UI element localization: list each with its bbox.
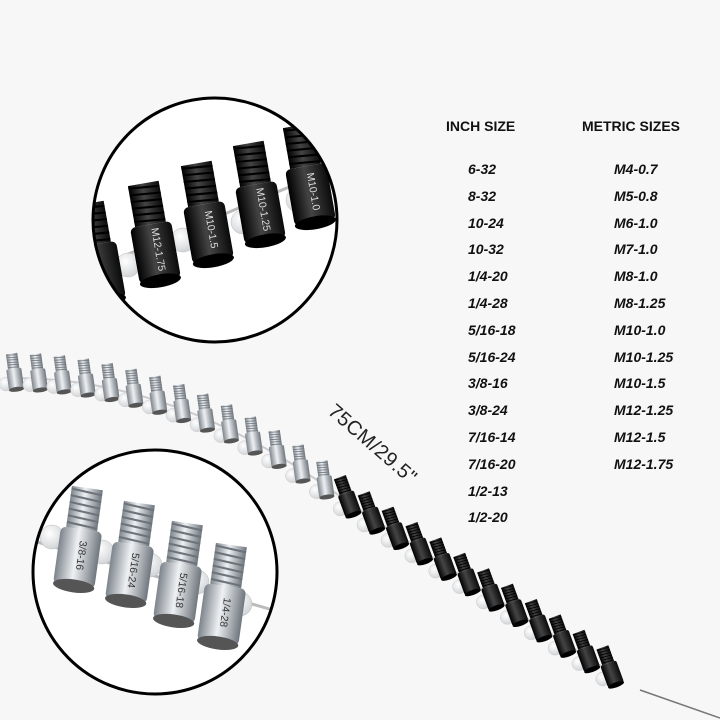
silver-thread-checker xyxy=(149,375,168,415)
silver-thread-checker xyxy=(5,352,25,392)
silver-thread-checker: 5/16-18 xyxy=(153,520,203,628)
inch-size-item: 3/8-24 xyxy=(468,402,508,419)
silver-thread-checker xyxy=(77,358,96,398)
black-thread-checker: M10-1.25 xyxy=(232,140,286,249)
black-thread-checker: M12-1.75 xyxy=(127,180,181,289)
metric-size-item: M4-0.7 xyxy=(614,161,658,177)
black-thread-checker xyxy=(572,629,601,674)
piece-label: 5/16-18 xyxy=(173,572,189,609)
inch-size-item: 6-32 xyxy=(468,161,497,177)
piece-label: 5/16-24 xyxy=(125,552,141,589)
black-thread-checker xyxy=(501,583,529,628)
metric-size-item: M12-1.5 xyxy=(614,428,666,445)
metric-size-item: M6-1.0 xyxy=(614,214,658,231)
inch-size-item: 1/2-20 xyxy=(468,509,508,526)
silver-thread-checker: 5/16-24 xyxy=(105,500,155,608)
metric-size-item: M7-1.0 xyxy=(614,241,658,258)
metric-size-item: M10-1.25 xyxy=(614,348,674,365)
inch-size-item: 1/4-20 xyxy=(468,268,508,285)
black-thread-checker xyxy=(453,552,481,597)
silver-thread-checker: 3/8-16 xyxy=(53,485,103,593)
inch-size-item: 7/16-20 xyxy=(468,455,516,472)
chain-end-wire xyxy=(639,689,720,719)
inch-size-item: 10-32 xyxy=(468,241,504,258)
black-thread-checker xyxy=(333,475,362,519)
black-thread-checker xyxy=(477,568,505,612)
detail-circle-bottom: 3/8-16 5/16-24 5/16-18 1/4-28 xyxy=(31,448,279,696)
black-thread-checker xyxy=(381,506,410,551)
inch-size-item: 10-24 xyxy=(468,214,504,231)
silver-thread-checker xyxy=(244,416,263,456)
piece-label: 1/4-28 xyxy=(217,597,232,628)
inch-size-item: 5/16-24 xyxy=(468,348,516,365)
metric-sizes-header: METRIC SIZES xyxy=(582,118,681,134)
black-thread-checker xyxy=(596,645,625,689)
metric-size-item: M12-1.75 xyxy=(614,455,674,472)
black-thread-checker xyxy=(524,598,553,643)
silver-thread-checker xyxy=(292,444,311,484)
silver-thread-checker xyxy=(101,362,120,403)
metric-size-item: M10-1.0 xyxy=(614,321,666,338)
inch-size-header: INCH SIZE xyxy=(446,118,516,134)
metric-size-item: M8-1.25 xyxy=(614,294,666,311)
inch-size-item: 3/8-16 xyxy=(468,375,508,392)
inch-size-item: 7/16-14 xyxy=(468,428,516,445)
metric-size-item: M5-0.8 xyxy=(614,187,658,204)
black-thread-checker: M10-1.5 xyxy=(180,160,234,269)
piece-label: 3/8-16 xyxy=(73,540,88,571)
silver-thread-checker: 1/4-28 xyxy=(197,542,247,650)
inch-size-item: 8-32 xyxy=(468,187,497,204)
inch-size-item: 1/4-28 xyxy=(468,294,508,311)
silver-thread-checker xyxy=(268,429,287,469)
size-table: INCH SIZE METRIC SIZES 6-32 8-32 10-24 10-3… xyxy=(446,118,720,538)
black-thread-checker xyxy=(548,614,577,658)
inch-size-item: 5/16-18 xyxy=(468,321,516,338)
silver-thread-checker xyxy=(125,368,144,408)
inch-size-list: 6-32 8-32 10-24 10-32 1/4-20 1/4-28 5/16-18 5/1… xyxy=(468,156,515,531)
silver-thread-checker xyxy=(173,383,192,424)
inch-size-item: 1/2-13 xyxy=(468,482,508,499)
silver-thread-checker xyxy=(53,355,72,395)
metric-size-item: M12-1.25 xyxy=(614,402,674,419)
black-thread-checker xyxy=(357,491,386,535)
silver-thread-checker xyxy=(29,353,48,393)
black-thread-checker xyxy=(405,521,434,566)
metric-size-item: M8-1.0 xyxy=(614,268,658,285)
silver-thread-checker xyxy=(316,460,335,500)
silver-thread-checker xyxy=(220,404,239,444)
black-thread-checker xyxy=(429,537,457,581)
bead-chain xyxy=(0,352,625,689)
metric-size-item: M10-1.5 xyxy=(614,375,666,392)
silver-thread-checker xyxy=(196,393,216,433)
